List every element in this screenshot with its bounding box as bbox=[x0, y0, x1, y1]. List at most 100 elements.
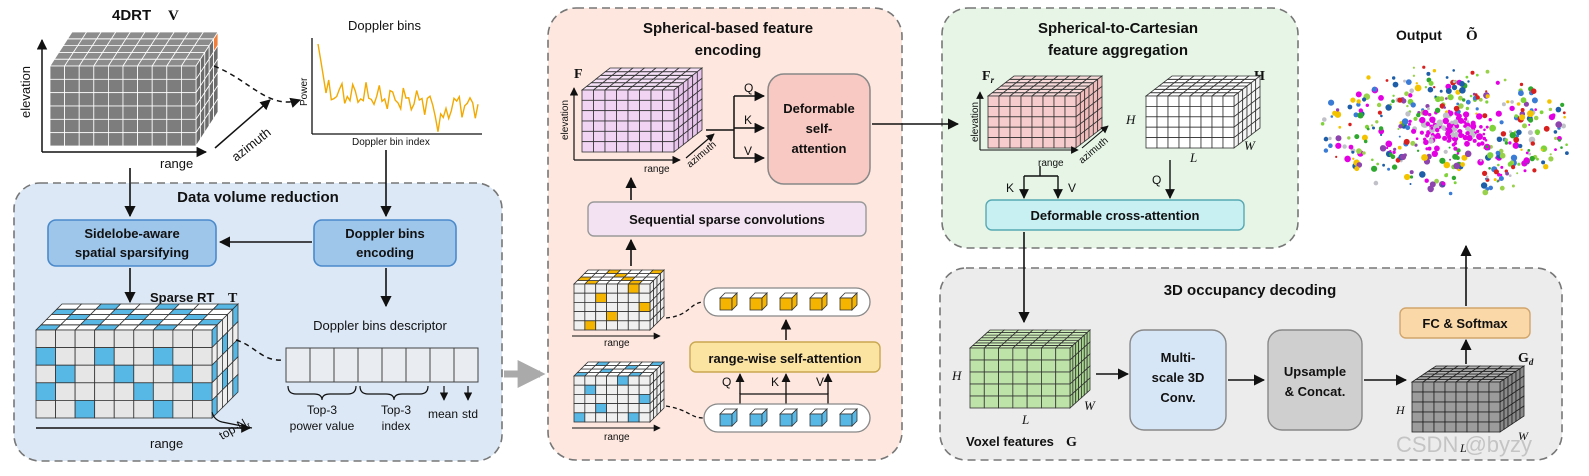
cloud-point bbox=[1520, 108, 1525, 112]
cube-cell bbox=[1222, 95, 1235, 107]
cloud-point bbox=[1419, 171, 1426, 178]
cube-cell bbox=[1200, 106, 1213, 118]
cloud-point bbox=[1528, 117, 1534, 123]
cloud-point bbox=[1332, 110, 1338, 116]
cube-cell bbox=[606, 283, 618, 294]
cloud-point bbox=[1392, 81, 1399, 88]
cube-cell bbox=[1422, 421, 1435, 433]
cube-cell bbox=[137, 118, 153, 134]
cube-cell bbox=[122, 132, 139, 147]
cloud-point bbox=[1416, 112, 1421, 118]
cloud-point bbox=[1498, 176, 1504, 181]
cube-cell bbox=[94, 347, 115, 366]
cloud-point bbox=[1453, 181, 1457, 185]
cloud-point bbox=[1414, 84, 1422, 92]
cloud-point bbox=[1419, 116, 1426, 124]
cloud-point bbox=[1527, 149, 1531, 152]
cube-cell bbox=[987, 137, 1000, 149]
cube-cell bbox=[595, 403, 607, 414]
cloud-point bbox=[1520, 148, 1523, 151]
cloud-point bbox=[1415, 82, 1419, 85]
sidelobe-box-line1: Sidelobe-aware bbox=[84, 226, 179, 241]
cube-cell bbox=[604, 89, 617, 101]
cloud-point bbox=[1408, 122, 1411, 126]
cube-cell bbox=[152, 329, 174, 349]
cloud-point bbox=[1523, 169, 1527, 173]
sparse-rt-symbol: T bbox=[228, 291, 238, 306]
desc-top3-index-2: index bbox=[382, 419, 411, 433]
token bbox=[839, 297, 853, 311]
cube-cell bbox=[581, 110, 594, 122]
enc-v-label: V bbox=[744, 144, 752, 158]
cube-cell bbox=[998, 95, 1011, 107]
cube-cell bbox=[1433, 401, 1446, 413]
cube-cell bbox=[151, 65, 168, 80]
cloud-point bbox=[1513, 136, 1520, 143]
cube-cell bbox=[74, 382, 96, 401]
cloud-point bbox=[1328, 143, 1333, 148]
cube-cell bbox=[983, 347, 999, 361]
cloud-point bbox=[1510, 154, 1518, 161]
enc-k2-label: K bbox=[771, 375, 779, 389]
cube-cell bbox=[1444, 421, 1457, 433]
cube-cell bbox=[1156, 126, 1169, 138]
cloud-point bbox=[1379, 145, 1387, 152]
cloud-point bbox=[1485, 90, 1488, 93]
cloud-point bbox=[1535, 131, 1540, 136]
token-side bbox=[821, 408, 828, 427]
cube-cell bbox=[595, 320, 607, 331]
cloud-point bbox=[1499, 185, 1505, 191]
input-axis-range: range bbox=[160, 156, 193, 171]
cube-cell bbox=[94, 329, 115, 349]
cloud-point bbox=[1443, 161, 1451, 169]
cloud-point bbox=[1464, 150, 1472, 158]
cloud-point bbox=[1463, 111, 1470, 118]
cloud-point bbox=[1444, 173, 1448, 178]
cloud-point bbox=[1362, 151, 1366, 155]
cube-cell bbox=[1055, 395, 1071, 409]
cube-cell bbox=[604, 120, 617, 132]
cloud-point bbox=[1398, 135, 1401, 138]
cloud-point bbox=[1451, 84, 1458, 91]
cube-cell bbox=[595, 301, 607, 312]
cube-cell bbox=[650, 110, 663, 122]
cloud-point bbox=[1445, 127, 1449, 130]
cube-cell bbox=[1009, 137, 1022, 149]
cube-cell bbox=[151, 105, 168, 120]
cloud-point bbox=[1506, 100, 1510, 104]
cube-cell bbox=[1031, 95, 1044, 107]
Fr-to-kv bbox=[1024, 166, 1058, 177]
cube-cell bbox=[74, 329, 96, 349]
cube-cell bbox=[593, 130, 606, 143]
cube-cell bbox=[180, 105, 197, 120]
upsample-line2: & Concat. bbox=[1285, 384, 1346, 399]
cube-cell bbox=[213, 97, 219, 121]
cube-cell bbox=[595, 283, 607, 294]
token bbox=[749, 413, 763, 427]
cube-cell bbox=[660, 305, 665, 321]
cloud-point bbox=[1425, 121, 1431, 127]
cloud-point bbox=[1338, 125, 1342, 129]
cloud-point bbox=[1342, 144, 1347, 149]
cloud-point bbox=[1562, 111, 1566, 115]
enc-q2-label: Q bbox=[722, 375, 731, 389]
cloud-point bbox=[1393, 147, 1397, 151]
cube-cell bbox=[1026, 371, 1042, 385]
cube-cell bbox=[616, 120, 629, 132]
cloud-point bbox=[1391, 164, 1398, 170]
cloud-point bbox=[1328, 136, 1332, 141]
cube-cell bbox=[998, 371, 1014, 385]
cloud-point bbox=[1466, 120, 1470, 123]
cloud-point bbox=[1459, 80, 1465, 87]
cloud-point bbox=[1499, 173, 1503, 177]
cloud-point bbox=[1452, 119, 1459, 125]
cube-cell bbox=[987, 116, 1000, 128]
cube-cell bbox=[662, 99, 675, 112]
cloud-point bbox=[1495, 80, 1500, 85]
cloud-point bbox=[1527, 110, 1534, 118]
cube-cell bbox=[584, 311, 597, 322]
cloud-point bbox=[1415, 137, 1419, 140]
cube-cell bbox=[1466, 401, 1479, 413]
cube-cell bbox=[1178, 116, 1191, 128]
